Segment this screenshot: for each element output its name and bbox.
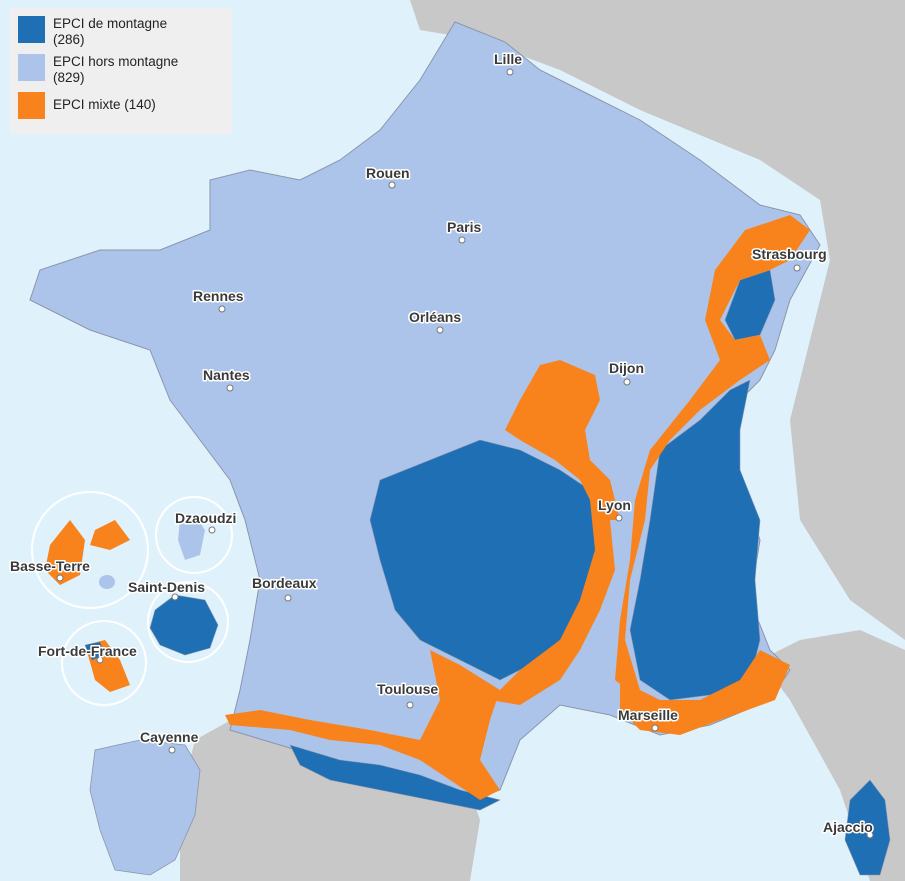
- city-label-marseille: Marseille: [618, 707, 678, 723]
- city-rennes: Rennes: [192, 287, 245, 313]
- city-bordeaux: Bordeaux: [251, 574, 318, 602]
- city-fort-de-france: Fort-de-France: [37, 642, 139, 664]
- reunion: [149, 594, 219, 656]
- city-label-lille: Lille: [494, 51, 522, 67]
- city-toulouse: Toulouse: [376, 680, 440, 709]
- martinique-circle: [61, 620, 147, 706]
- city-saint-denis: Saint-Denis: [127, 578, 207, 601]
- legend-swatch-montagne: [18, 16, 45, 43]
- guyane: [89, 739, 201, 876]
- mixed-south-alps-coast: [620, 650, 790, 735]
- legend-swatch-hors-montagne: [18, 54, 45, 81]
- legend-label-hors-montagne-count: (829): [53, 70, 85, 85]
- legend-label-montagne-count: (286): [53, 32, 85, 47]
- city-rouen: Rouen: [365, 164, 411, 189]
- city-label-rouen: Rouen: [366, 165, 410, 181]
- city-dzaoudzi: Dzaoudzi: [174, 509, 238, 534]
- legend-label-mixte-text: EPCI mixte (140): [53, 97, 156, 112]
- legend-label-mixte: EPCI mixte (140): [53, 92, 156, 113]
- city-paris: Paris: [446, 218, 483, 244]
- city-strasbourg: Strasbourg: [751, 245, 828, 272]
- mixed-burgundy: [505, 360, 620, 520]
- mountain-corsica: [844, 779, 891, 876]
- city-basse-terre: Basse-Terre: [9, 557, 92, 582]
- city-label-bordeaux: Bordeaux: [252, 575, 317, 591]
- legend-swatch-mixte: [18, 92, 45, 119]
- city-lyon: Lyon: [597, 496, 632, 522]
- mixed-jura-alps-edge: [615, 215, 810, 720]
- marie-galante: [99, 575, 115, 589]
- city-label-paris: Paris: [447, 219, 481, 235]
- mixed-south-west: [225, 650, 500, 800]
- guadeloupe-circle: [31, 491, 149, 609]
- legend-item-montagne: EPCI de montagne (286): [18, 16, 224, 48]
- legend-item-hors-montagne: EPCI hors montagne (829): [18, 54, 224, 86]
- city-label-saint-denis: Saint-Denis: [128, 579, 205, 595]
- city-label-cayenne: Cayenne: [140, 729, 199, 745]
- neighbour-land-north-east: [410, 0, 905, 640]
- mayotte: [178, 515, 205, 560]
- city-lille: Lille: [493, 50, 524, 76]
- mountain-pyrenees: [289, 744, 501, 811]
- city-cayenne: Cayenne: [139, 728, 200, 754]
- legend-item-mixte: EPCI mixte (140): [18, 92, 224, 119]
- guadeloupe: [45, 520, 130, 585]
- city-label-nantes: Nantes: [203, 367, 250, 383]
- city-orleans: Orléans: [408, 308, 463, 334]
- city-label-basse-terre: Basse-Terre: [10, 558, 90, 574]
- city-label-rennes: Rennes: [193, 288, 244, 304]
- city-label-dzaoudzi: Dzaoudzi: [175, 510, 236, 526]
- city-label-dijon: Dijon: [609, 360, 644, 376]
- city-label-orleans: Orléans: [409, 309, 461, 325]
- reunion-circle: [147, 581, 229, 663]
- mixed-rhone-valley: [490, 500, 615, 705]
- city-nantes: Nantes: [202, 366, 251, 392]
- legend-label-hors-montagne: EPCI hors montagne (829): [53, 54, 178, 86]
- legend-label-hors-montagne-text: EPCI hors montagne: [53, 54, 179, 69]
- mayotte-circle: [155, 496, 233, 574]
- city-label-fort-de-france: Fort-de-France: [38, 643, 137, 659]
- legend-label-montagne-text: EPCI de montagne: [53, 16, 168, 31]
- map-legend: EPCI de montagne (286) EPCI hors montagn…: [10, 8, 232, 134]
- martinique-mountain: [85, 642, 104, 660]
- city-dijon: Dijon: [608, 359, 646, 386]
- mountain-alps: [629, 379, 761, 701]
- city-label-strasbourg: Strasbourg: [752, 246, 827, 262]
- city-label-toulouse: Toulouse: [377, 681, 438, 697]
- city-marseille: Marseille: [617, 706, 680, 732]
- city-label-ajaccio: Ajaccio: [823, 819, 873, 835]
- city-label-lyon: Lyon: [598, 497, 631, 513]
- legend-label-montagne: EPCI de montagne (286): [53, 16, 167, 48]
- city-ajaccio: Ajaccio: [822, 818, 874, 839]
